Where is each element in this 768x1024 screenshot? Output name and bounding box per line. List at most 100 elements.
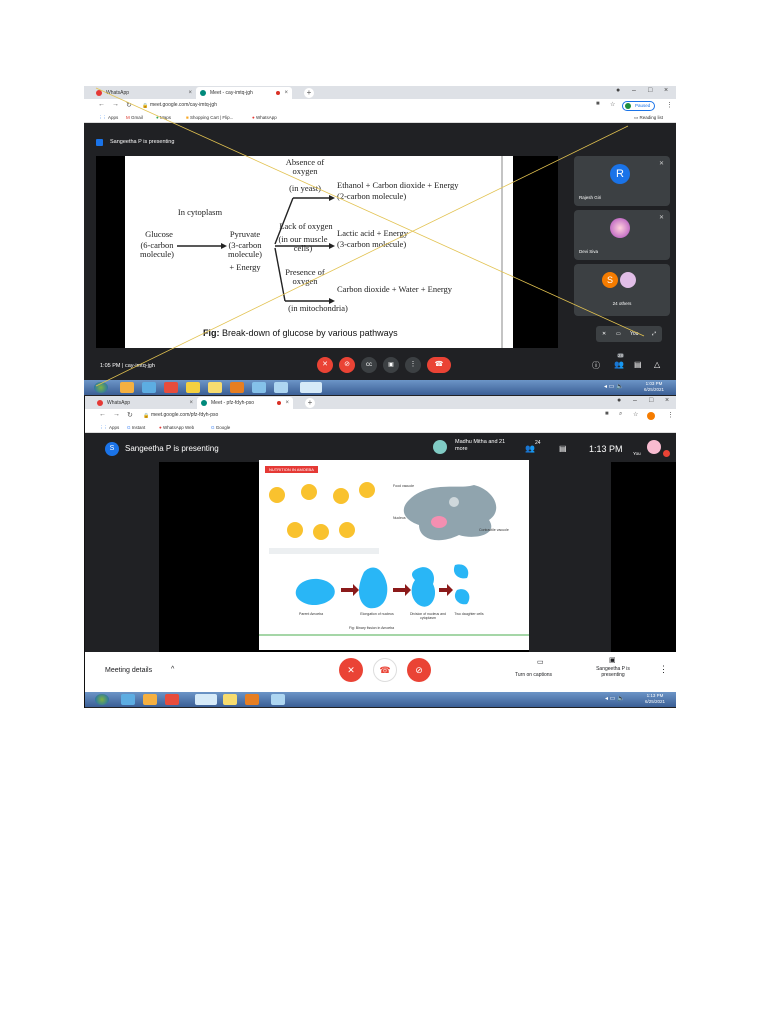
record-icon[interactable]: ●	[616, 87, 621, 94]
tab-whatsapp[interactable]: WhatsApp ×	[92, 87, 196, 99]
glucose-label: Glucose	[145, 229, 173, 239]
camera-toggle-button[interactable]: ⊘	[339, 357, 355, 373]
chat-icon[interactable]: ▤	[634, 360, 642, 369]
start-button[interactable]	[95, 694, 109, 705]
people-icon[interactable]: 👥	[525, 444, 535, 453]
camera-icon[interactable]: ■	[605, 411, 609, 417]
bookmark-shopping[interactable]: ■ Shopping Cart | Flip...	[186, 115, 234, 120]
app-icon[interactable]	[165, 694, 179, 705]
maximize-icon[interactable]: □	[649, 397, 654, 404]
bookmark-google[interactable]: G Google	[211, 425, 231, 430]
camera-toggle-button[interactable]: ⊘	[407, 658, 431, 682]
captions-button[interactable]: Turn on captions	[515, 672, 553, 678]
menu-icon[interactable]: ⋮	[666, 102, 673, 109]
more-vert-icon[interactable]: ⋮	[659, 664, 668, 674]
bookmark-apps[interactable]: ⋮⋮ Apps	[98, 115, 119, 120]
zoom-icon[interactable]: ⌕	[619, 411, 623, 417]
present-state-button[interactable]: Sangeetha P is presenting	[596, 666, 630, 678]
bookmark-instant[interactable]: G Instant	[127, 425, 146, 430]
firefox-icon[interactable]	[245, 694, 259, 705]
leave-call-button[interactable]: ☎	[427, 357, 451, 373]
participant-tile-others[interactable]: S 24 others	[574, 264, 670, 316]
reload-icon[interactable]: ↻	[127, 412, 133, 419]
present-button[interactable]: ▣	[383, 357, 399, 373]
chat-icon[interactable]: ▤	[559, 444, 567, 453]
chrome-task-button[interactable]	[195, 694, 217, 705]
expand-icon[interactable]: ⤢	[652, 331, 657, 337]
people-icon[interactable]: 👥	[614, 360, 624, 369]
captions-icon: ▭	[537, 659, 544, 666]
bookmark-whatsapp-web[interactable]: ● WhatsApp Web	[159, 425, 195, 430]
bookmark-maps[interactable]: ● Maps	[156, 115, 171, 120]
close-window-icon[interactable]: ×	[665, 397, 670, 404]
star-icon[interactable]: ☆	[633, 412, 639, 418]
word-icon[interactable]	[271, 694, 285, 705]
app-icon[interactable]	[274, 382, 288, 393]
close-window-icon[interactable]: ×	[664, 87, 669, 94]
camera-icon[interactable]: ■	[596, 101, 600, 107]
self-avatar[interactable]	[647, 440, 661, 454]
profile-avatar	[625, 103, 631, 109]
more-options-button[interactable]: ⋮	[405, 357, 421, 373]
bookmark-whatsapp[interactable]: ● WhatsApp	[252, 115, 277, 120]
firefox-icon[interactable]	[230, 382, 244, 393]
url-field[interactable]: meet.google.com/cay-imtq-jgh	[150, 102, 217, 108]
folder-icon[interactable]	[223, 694, 237, 705]
participant-tile-rajesh[interactable]: R ✕ Rajesh Giri	[574, 156, 670, 206]
chevron-up-icon[interactable]: ^	[171, 666, 175, 673]
new-tab-button[interactable]: +	[305, 398, 315, 408]
reading-list[interactable]: ▭ Reading list	[634, 115, 664, 120]
back-icon[interactable]: ←	[98, 101, 105, 108]
tab-meet[interactable]: Meet - pfz-fdyh-pso ×	[197, 397, 293, 409]
slide: Absence of oxygen (in yeast) Ethanol + C…	[125, 156, 513, 348]
maximize-icon[interactable]: □	[648, 87, 653, 94]
chrome-icon[interactable]	[186, 382, 200, 393]
folder-icon[interactable]	[208, 382, 222, 393]
self-tile[interactable]: ✕ ▭ You ⤢	[596, 326, 662, 342]
forward-icon[interactable]: →	[113, 411, 120, 418]
system-clock: 1:13 PM 6/25/2021	[644, 693, 666, 704]
lack-oxygen-label: Lack of oxygen	[279, 221, 333, 231]
info-icon[interactable]: ⓘ	[592, 361, 600, 370]
profile-paused-button[interactable]: Paused	[622, 101, 656, 111]
forward-icon[interactable]: →	[112, 101, 119, 108]
ie-icon[interactable]	[142, 382, 156, 393]
app-icon[interactable]	[164, 382, 178, 393]
tab-label: Meet - cay-imtq-jgh	[210, 90, 253, 96]
close-icon[interactable]: ×	[284, 90, 288, 96]
participant-name: 24 others	[612, 301, 632, 306]
profile-avatar[interactable]	[647, 412, 655, 420]
record-icon[interactable]: ●	[617, 397, 622, 404]
new-tab-button[interactable]: +	[304, 88, 314, 98]
participant-tile-devi[interactable]: ✕ Devi Siva	[574, 210, 670, 260]
chrome-task-button[interactable]	[300, 382, 322, 393]
you-label: You	[633, 451, 641, 456]
url-field[interactable]: meet.google.com/pfz-fdyh-pso	[151, 412, 219, 418]
tab-whatsapp[interactable]: WhatsApp ×	[93, 397, 197, 409]
media-player-icon[interactable]	[143, 694, 157, 705]
tab-meet[interactable]: Meet - cay-imtq-jgh ×	[196, 87, 292, 99]
bookmark-apps[interactable]: ⋮⋮ Apps	[99, 425, 120, 430]
star-icon[interactable]: ☆	[610, 102, 616, 108]
reload-icon[interactable]: ↻	[126, 102, 132, 109]
close-icon[interactable]: ×	[188, 90, 192, 96]
mic-toggle-button[interactable]: ✕	[317, 357, 333, 373]
slide-label: Contractile vacuole	[479, 528, 509, 532]
close-icon[interactable]: ×	[285, 400, 289, 406]
start-button[interactable]	[94, 382, 108, 393]
ie-icon[interactable]	[121, 694, 135, 705]
menu-icon[interactable]: ⋮	[667, 412, 674, 419]
leave-call-button[interactable]: ☎	[373, 658, 397, 682]
back-icon[interactable]: ←	[99, 411, 106, 418]
meeting-details-button[interactable]: Meeting details	[105, 667, 153, 674]
minimize-icon[interactable]: –	[632, 87, 636, 94]
media-player-icon[interactable]	[120, 382, 134, 393]
captions-button[interactable]: cc	[361, 357, 377, 373]
app-icon[interactable]	[252, 382, 266, 393]
presenter-avatar: S	[105, 442, 119, 456]
mic-toggle-button[interactable]: ✕	[339, 658, 363, 682]
bookmark-gmail[interactable]: M Gmail	[126, 115, 143, 120]
close-icon[interactable]: ×	[189, 400, 193, 406]
activities-icon[interactable]: △	[654, 360, 661, 369]
minimize-icon[interactable]: –	[633, 397, 637, 404]
